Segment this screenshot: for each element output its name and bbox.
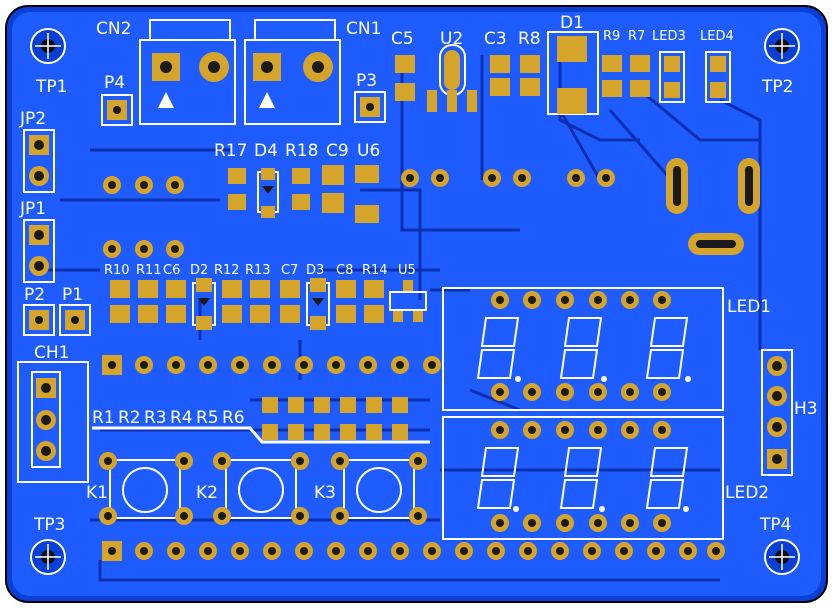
led2-dp [513,506,689,512]
via-row-top [103,169,615,258]
mounting-hole-icon [764,539,800,575]
test-pad-p1 [59,304,91,336]
led-led4 [705,51,731,103]
smd-group-r17-u6 [228,165,379,223]
label-r11: R11 [136,263,162,278]
led2-digits [476,447,689,509]
label-c7: C7 [281,263,298,278]
label-cn2: CN2 [96,19,131,39]
diode-d4-mark [262,186,274,194]
mounting-hole-icon [30,28,66,64]
label-k1: K1 [86,483,108,503]
label-tp2: TP2 [761,77,793,97]
tactile-switch-icon [331,452,427,525]
slot-pads [666,158,760,255]
led2-pins-top [491,421,671,439]
led1-pins-bottom [491,383,671,401]
regulator-u2 [427,44,477,112]
silk-line-resistors [92,426,430,444]
seven-segment-display-icon [442,416,724,540]
tactile-switch-icon [99,452,193,525]
label-p2: P2 [24,285,45,305]
label-r6: R6 [222,408,245,428]
led1-pins-top [491,291,671,309]
label-r8: R8 [518,29,541,49]
label-jp1: JP1 [19,199,46,219]
connector-cn2 [139,19,236,125]
label-r9: R9 [603,29,620,44]
smd-c3 [490,55,510,96]
label-d4: D4 [254,141,278,161]
label-u2: U2 [440,29,463,49]
label-u5: U5 [398,263,416,278]
label-p1: P1 [62,285,83,305]
tactile-switch-icon [213,452,309,525]
label-d2: D2 [190,263,208,278]
header-h3 [761,349,793,476]
label-r17: R17 [214,141,247,161]
label-ch1: CH1 [34,343,69,363]
label-r14: R14 [362,263,388,278]
mounting-hole-icon [30,539,66,575]
label-tp1: TP1 [35,77,67,97]
label-p4: P4 [104,73,125,93]
header-jp1 [23,219,55,283]
connector-cn1 [244,19,341,125]
label-jp2: JP2 [19,109,46,129]
led1-dp [515,376,691,382]
label-r13: R13 [245,263,271,278]
header-jp2 [23,129,55,193]
mounting-hole-icon [764,28,800,64]
label-c3: C3 [484,29,507,49]
mcu-header-bottom [102,541,725,561]
mcu-header-top [102,355,441,375]
led-led3 [659,51,685,103]
label-c8: C8 [336,263,353,278]
label-h3: H3 [794,399,818,419]
label-u6: U6 [357,141,380,161]
led1-digits [476,317,689,379]
diode-d1 [547,31,599,115]
ic-u5-outline [389,291,427,311]
diode-d2 [192,278,216,330]
label-d1: D1 [560,13,584,33]
diode-d3 [306,278,330,330]
test-pad-p3 [354,91,386,123]
label-k3: K3 [314,483,336,503]
label-r4: R4 [170,408,193,428]
label-r18: R18 [285,141,318,161]
label-r5: R5 [196,408,219,428]
label-r3: R3 [144,408,167,428]
smd-r8 [520,55,540,96]
label-r12: R12 [214,263,240,278]
label-cn1: CN1 [346,19,381,39]
resistor-array-r1-r6 [262,397,408,440]
label-led2: LED2 [725,483,769,503]
label-r2: R2 [118,408,141,428]
smd-c5 [395,55,415,101]
label-c5: C5 [391,29,414,49]
label-tp3: TP3 [33,515,65,535]
label-c9: C9 [326,141,349,161]
label-r7: R7 [628,29,645,44]
label-tp4: TP4 [759,515,791,535]
label-p3: P3 [356,71,377,91]
label-led1: LED1 [727,297,771,317]
test-pad-p4 [101,94,133,126]
label-k2: K2 [196,483,218,503]
copper-pour [12,12,821,596]
smd-row-r10-u5 [110,280,423,323]
smd-r9-r7 [602,55,650,97]
connector-ch1 [17,361,89,483]
label-led3: LED3 [652,29,686,44]
label-led4: LED4 [700,29,734,44]
led2-pins-bottom [491,514,671,532]
test-pad-p2 [23,304,55,336]
label-r10: R10 [104,263,130,278]
label-c6: C6 [163,263,180,278]
seven-segment-display-icon [442,287,724,411]
label-d3: D3 [306,263,324,278]
label-r1: R1 [92,408,115,428]
